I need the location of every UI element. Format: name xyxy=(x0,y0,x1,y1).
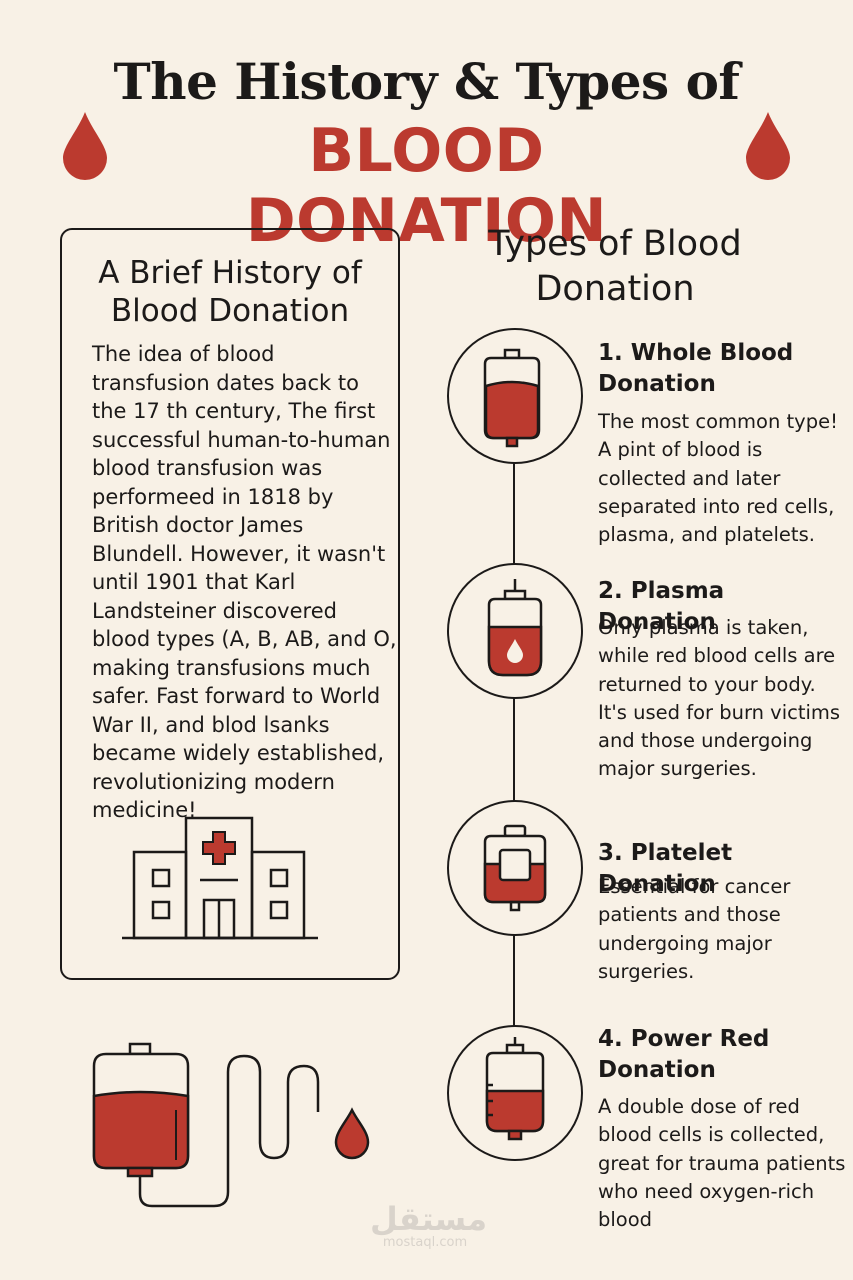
platelet-bag-icon xyxy=(483,824,547,912)
history-text: The idea of blood transfusion dates back… xyxy=(92,342,397,822)
type-title-power-red: 4. Power Red Donation xyxy=(598,1026,770,1083)
blood-drop-icon xyxy=(746,112,790,180)
type-desc-whole-blood: The most common type! A pint of blood is… xyxy=(598,410,838,547)
plasma-circle xyxy=(447,563,583,699)
plasma-bag-icon xyxy=(487,579,543,677)
watermark: مستقل mostaql.com xyxy=(370,1200,488,1250)
type-title-platelet: 3. Platelet Donation xyxy=(598,840,733,897)
watermark-arabic: مستقل xyxy=(370,1200,488,1238)
types-title: Types of Blood Donation xyxy=(488,224,742,309)
page-title: The History & Types of xyxy=(113,52,740,111)
hospital-icon xyxy=(122,816,318,940)
watermark-latin: mostaql.com xyxy=(382,1235,468,1250)
history-title: A Brief History of Blood Donation xyxy=(98,255,362,329)
type-title-whole-blood: 1. Whole Blood Donation xyxy=(598,340,794,397)
blood-bag-tube-icon xyxy=(92,1042,370,1208)
platelet-circle xyxy=(447,800,583,936)
type-desc-power-red: A double dose of red blood cells is coll… xyxy=(598,1095,846,1232)
page-title-accent: BLOOD DONATION xyxy=(245,116,608,256)
history-card: A Brief History of Blood Donation The id… xyxy=(60,228,400,980)
type-desc-plasma: Only plasma is taken, while red blood ce… xyxy=(598,616,841,781)
power-red-bag-icon xyxy=(485,1037,545,1141)
power-red-circle xyxy=(447,1025,583,1161)
blood-bag-icon xyxy=(483,348,541,448)
type-desc-platelet: Essential for cancer patients and those … xyxy=(598,875,791,983)
type-title-plasma: 2. Plasma Donation xyxy=(598,578,725,635)
whole-blood-circle xyxy=(447,328,583,464)
blood-drop-icon xyxy=(63,112,107,180)
timeline-line xyxy=(513,440,515,1040)
